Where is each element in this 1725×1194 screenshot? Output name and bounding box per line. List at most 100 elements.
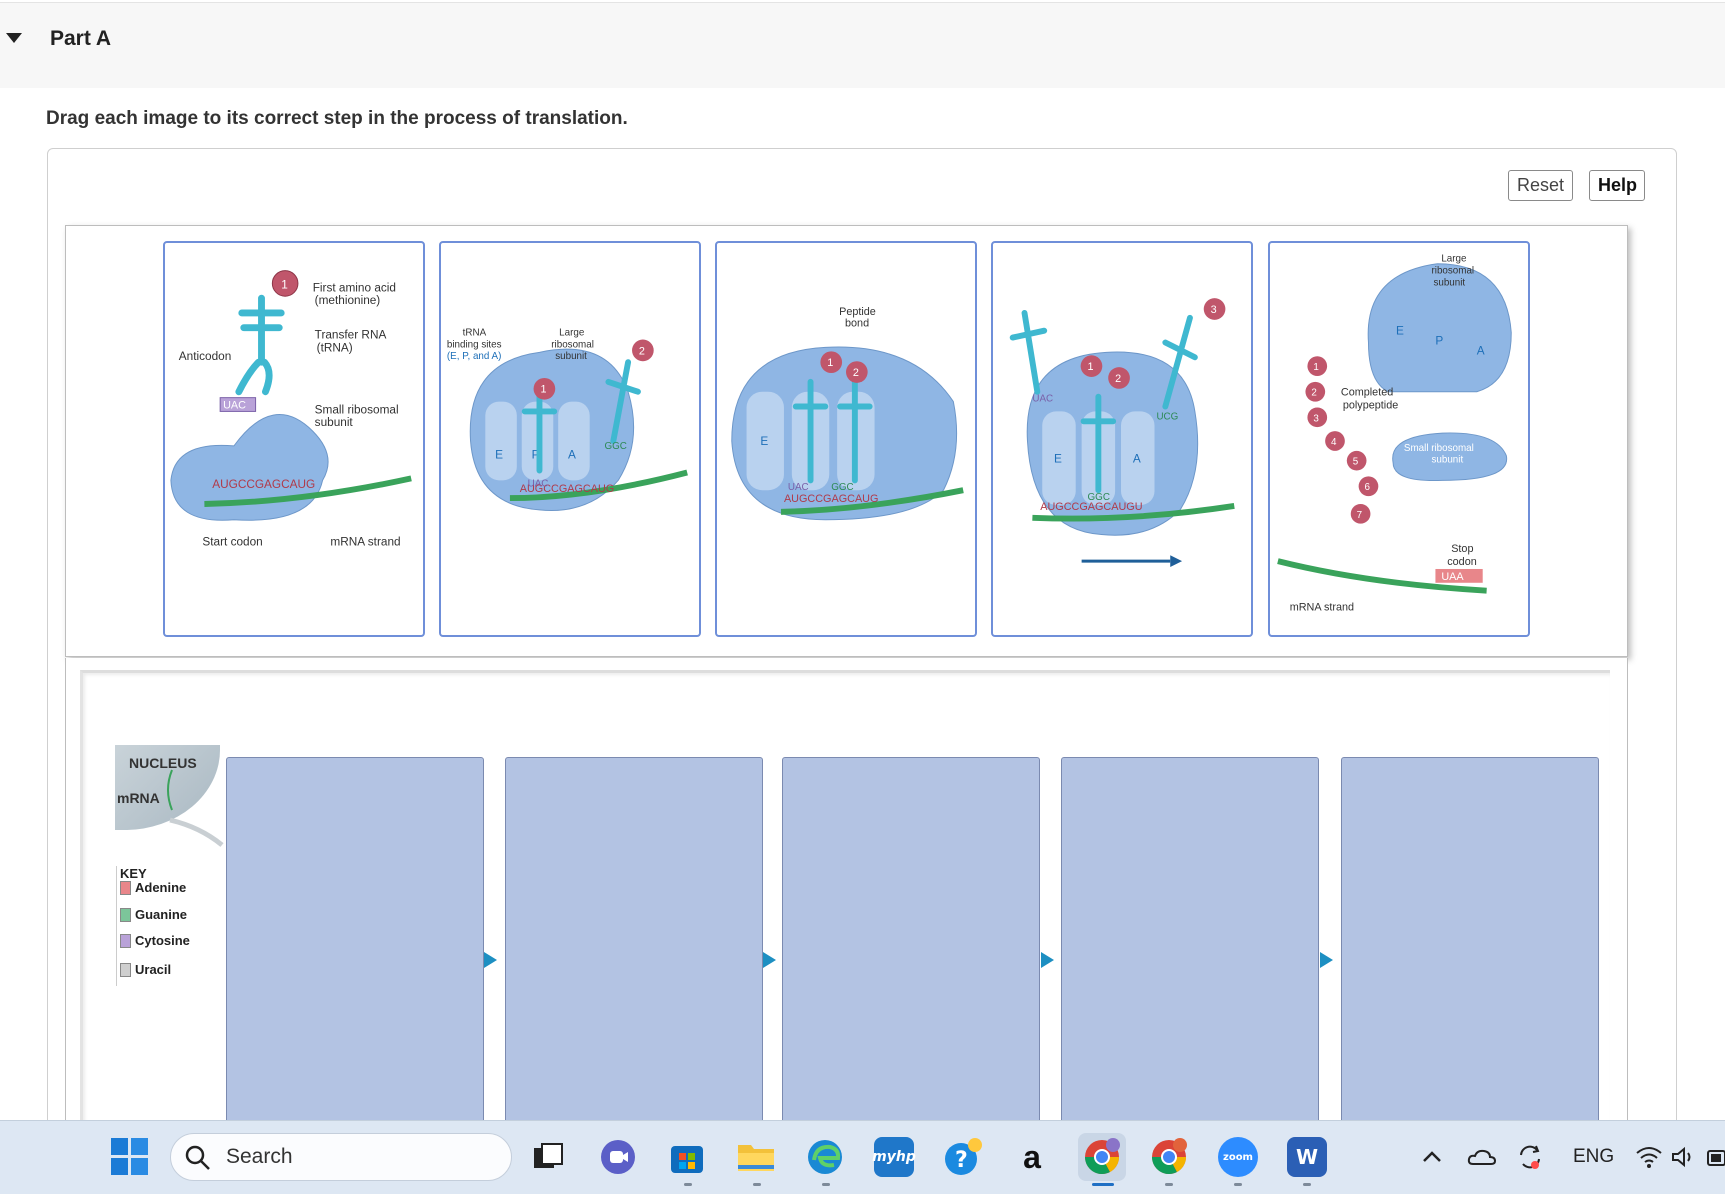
key-label-guanine: Guanine <box>135 907 188 922</box>
draggable-card-termination[interactable]: E P A Large ribosomal subunit Small ribo… <box>1268 241 1530 637</box>
myhp-icon[interactable]: myhp <box>872 1137 916 1177</box>
label-subunit: subunit <box>315 415 354 429</box>
chevron-up-icon[interactable] <box>1420 1147 1444 1167</box>
onedrive-icon[interactable] <box>1467 1146 1497 1168</box>
label-large-3: subunit <box>1433 277 1465 288</box>
amino-number-1: 1 <box>1088 361 1094 373</box>
polypeptide-amino-circle <box>1307 356 1328 376</box>
taskbar-running-indicator <box>822 1183 830 1186</box>
draggable-card-initiation[interactable]: AUGCCGAGCAUG UAC 1 First amino acid (met… <box>163 241 425 637</box>
task-view-icon[interactable] <box>528 1137 568 1177</box>
amino-acid-circle-2 <box>1108 367 1130 389</box>
uracil-swatch <box>120 962 131 977</box>
draggable-card-binding-sites[interactable]: E P A AUGCCGAGCAUG 1 2 UAC GGC tRNA bind… <box>439 241 701 637</box>
incoming-trna-shape <box>1162 314 1198 410</box>
volume-icon[interactable] <box>1670 1145 1698 1169</box>
amino-acid-circle-2 <box>632 339 654 362</box>
initiation-illustration: AUGCCGAGCAUG UAC 1 First amino acid (met… <box>170 270 412 548</box>
amino-number-1: 1 <box>540 384 546 396</box>
amazon-icon[interactable]: a <box>1023 1138 1041 1175</box>
stop-codon-sequence: UAA <box>1441 571 1464 583</box>
label-site-p: P <box>532 448 540 462</box>
search-icon <box>185 1145 210 1170</box>
drop-slot-4[interactable] <box>1061 757 1319 1137</box>
label-methionine: (methionine) <box>315 293 381 307</box>
large-subunit-shape <box>1367 263 1512 393</box>
draggable-card-translocation[interactable]: E A AUGCCGAGCAUGU 1 2 3 UAC GGC UCG <box>991 241 1253 637</box>
label-peptide-1: Peptide <box>839 306 876 318</box>
mrna-strand-shape <box>1032 503 1235 522</box>
label-mrna-strand: mRNA strand <box>1290 601 1354 613</box>
label-trna-sites-1: tRNA <box>463 328 487 339</box>
label-mrna-strand: mRNA strand <box>330 534 400 548</box>
polypeptide-amino-circle <box>1350 503 1371 524</box>
label-trna-sites-2: binding sites <box>447 339 502 350</box>
draggable-card-peptide-bond[interactable]: E AUGCCGAGCAUG 1 2 UAC GGC Peptide bond <box>715 241 977 637</box>
chrome-profile-icon[interactable] <box>1149 1137 1189 1177</box>
language-indicator[interactable]: ENG <box>1573 1146 1615 1167</box>
anticodon-sequence: UAC <box>223 399 246 411</box>
instructions-text: Drag each image to its correct step in t… <box>46 108 628 129</box>
amino-number-3: 3 <box>1211 304 1217 316</box>
battery-icon[interactable] <box>1706 1148 1725 1168</box>
edge-icon[interactable] <box>805 1137 845 1177</box>
amino-number-2: 2 <box>639 345 645 357</box>
store-icon[interactable] <box>667 1137 707 1177</box>
amino-number-1: 1 <box>827 357 833 369</box>
label-site-a: A <box>1477 343 1485 357</box>
drop-slot-2[interactable] <box>505 757 763 1137</box>
polypeptide-number-1: 1 <box>1313 362 1318 373</box>
label-site-a: A <box>1133 452 1141 466</box>
windows-icon[interactable] <box>111 1138 148 1175</box>
trna-shape <box>1080 393 1117 494</box>
guanine-swatch <box>120 907 131 922</box>
label-completed-2: polypeptide <box>1343 399 1398 411</box>
trna-shape <box>521 388 558 474</box>
sync-icon[interactable] <box>1516 1143 1544 1171</box>
small-subunit-shape <box>1392 432 1508 482</box>
part-header[interactable]: Part A <box>0 2 1725 88</box>
word-icon[interactable]: W <box>1287 1137 1327 1177</box>
mrna-label: mRNA <box>117 790 160 806</box>
drop-slot-1[interactable] <box>226 757 484 1137</box>
anticodon-2: GGC <box>1088 492 1110 503</box>
trna-shape-1 <box>792 378 829 484</box>
amino-acid-circle-1 <box>533 377 556 400</box>
key-item-uracil: Uracil <box>120 962 171 977</box>
adenine-swatch <box>120 880 131 895</box>
mrna-strand-shape <box>204 475 412 507</box>
polypeptide-number-2: 2 <box>1311 388 1316 399</box>
amino-acid-circle-1 <box>1080 355 1103 377</box>
label-trna: (tRNA) <box>317 340 353 354</box>
collapse-toggle-icon[interactable] <box>6 33 22 43</box>
taskbar-running-indicator <box>684 1183 692 1186</box>
site-a-slot <box>558 401 590 481</box>
anticodon-1: UAC <box>1032 394 1053 405</box>
help-icon[interactable]: ? <box>943 1137 983 1177</box>
search-input[interactable] <box>170 1133 512 1181</box>
amino-number-2: 2 <box>1115 373 1121 385</box>
taskbar-active-indicator <box>1092 1183 1114 1186</box>
anticodon-3: UCG <box>1156 411 1178 422</box>
site-e-slot <box>746 391 784 491</box>
key-label-cytosine: Cytosine <box>135 933 190 948</box>
label-small-1: Small ribosomal <box>1404 443 1474 454</box>
zoom-icon[interactable]: zoom <box>1218 1137 1258 1177</box>
key-title: KEY <box>120 866 147 881</box>
chat-icon[interactable] <box>598 1137 638 1177</box>
wifi-icon[interactable] <box>1635 1145 1663 1169</box>
peptide-bond-illustration: E AUGCCGAGCAUG 1 2 UAC GGC Peptide bond <box>731 306 964 521</box>
chrome-icon[interactable] <box>1078 1133 1126 1181</box>
codon-sequence: AUGCCGAGCAUG <box>784 493 878 505</box>
drop-slot-5[interactable] <box>1341 757 1599 1137</box>
help-button[interactable]: Help <box>1589 170 1645 201</box>
file-explorer-icon[interactable] <box>736 1137 776 1177</box>
amino-acid-number: 1 <box>281 277 288 291</box>
reset-button[interactable]: Reset <box>1508 170 1573 201</box>
label-large-1: Large <box>559 328 585 339</box>
polypeptide-amino-circle <box>1307 407 1328 428</box>
step-arrow-icon <box>1041 952 1054 968</box>
mrna-strand-shape <box>1277 558 1487 594</box>
drop-slot-3[interactable] <box>782 757 1040 1137</box>
polypeptide-amino-circle <box>1346 450 1367 471</box>
